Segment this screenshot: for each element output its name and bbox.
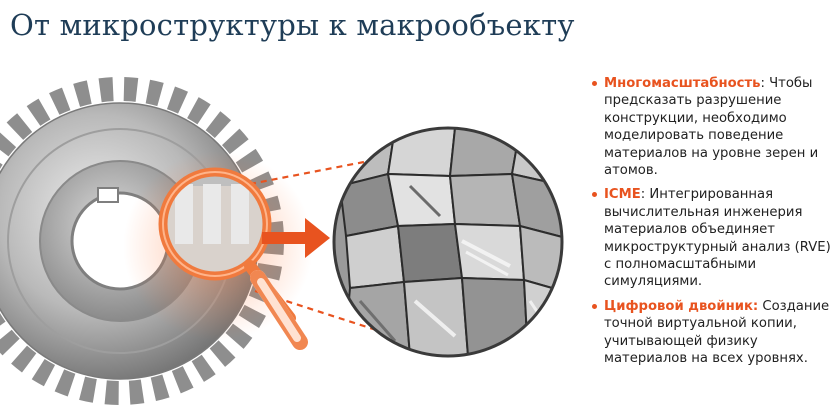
bullet-digital-twin: Цифровой двойник: Создание точной виртуа…	[592, 298, 832, 368]
bullet-term: Многомасштабность	[604, 76, 761, 91]
bullet-icme: ICME: Интегрированная вычислительная инж…	[592, 186, 832, 290]
bullet-dot-icon	[592, 303, 597, 309]
bullet-dot-icon	[592, 192, 597, 198]
bullet-text: Создание точной виртуальной копии, учиты…	[604, 298, 830, 367]
bullet-multiscale: Многомасштабность: Чтобы предсказать раз…	[592, 75, 832, 179]
microstructure-image	[332, 126, 564, 358]
bullet-text: : Чтобы предсказать разрушение конструкц…	[604, 76, 819, 179]
bullet-dot-icon	[592, 81, 597, 86]
page-title: От микроструктуры к макрообъекту	[10, 8, 575, 42]
bullet-term: Цифровой двойник:	[604, 298, 759, 314]
bullet-term: ICME	[604, 187, 641, 203]
arrow-right-icon	[262, 218, 330, 258]
illustration	[0, 77, 564, 405]
magnifying-glass-icon	[158, 167, 308, 350]
bullet-list: Многомасштабность: Чтобы предсказать раз…	[592, 75, 832, 375]
bullet-text: : Интегрированная вычислительная инженер…	[604, 187, 831, 290]
